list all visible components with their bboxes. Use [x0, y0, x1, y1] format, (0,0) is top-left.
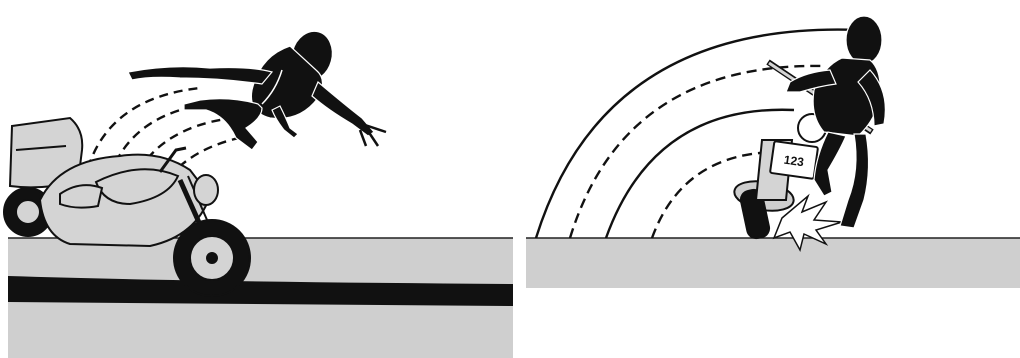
plate-number-text: 123 [783, 153, 805, 170]
lowside-drawing: 123 [524, 0, 1020, 290]
illustration-lowside: 123 [524, 0, 1020, 290]
illustration-highside [0, 0, 515, 358]
highside-drawing [0, 0, 515, 358]
road-surface [526, 238, 1020, 288]
rider-thrown [128, 27, 386, 150]
